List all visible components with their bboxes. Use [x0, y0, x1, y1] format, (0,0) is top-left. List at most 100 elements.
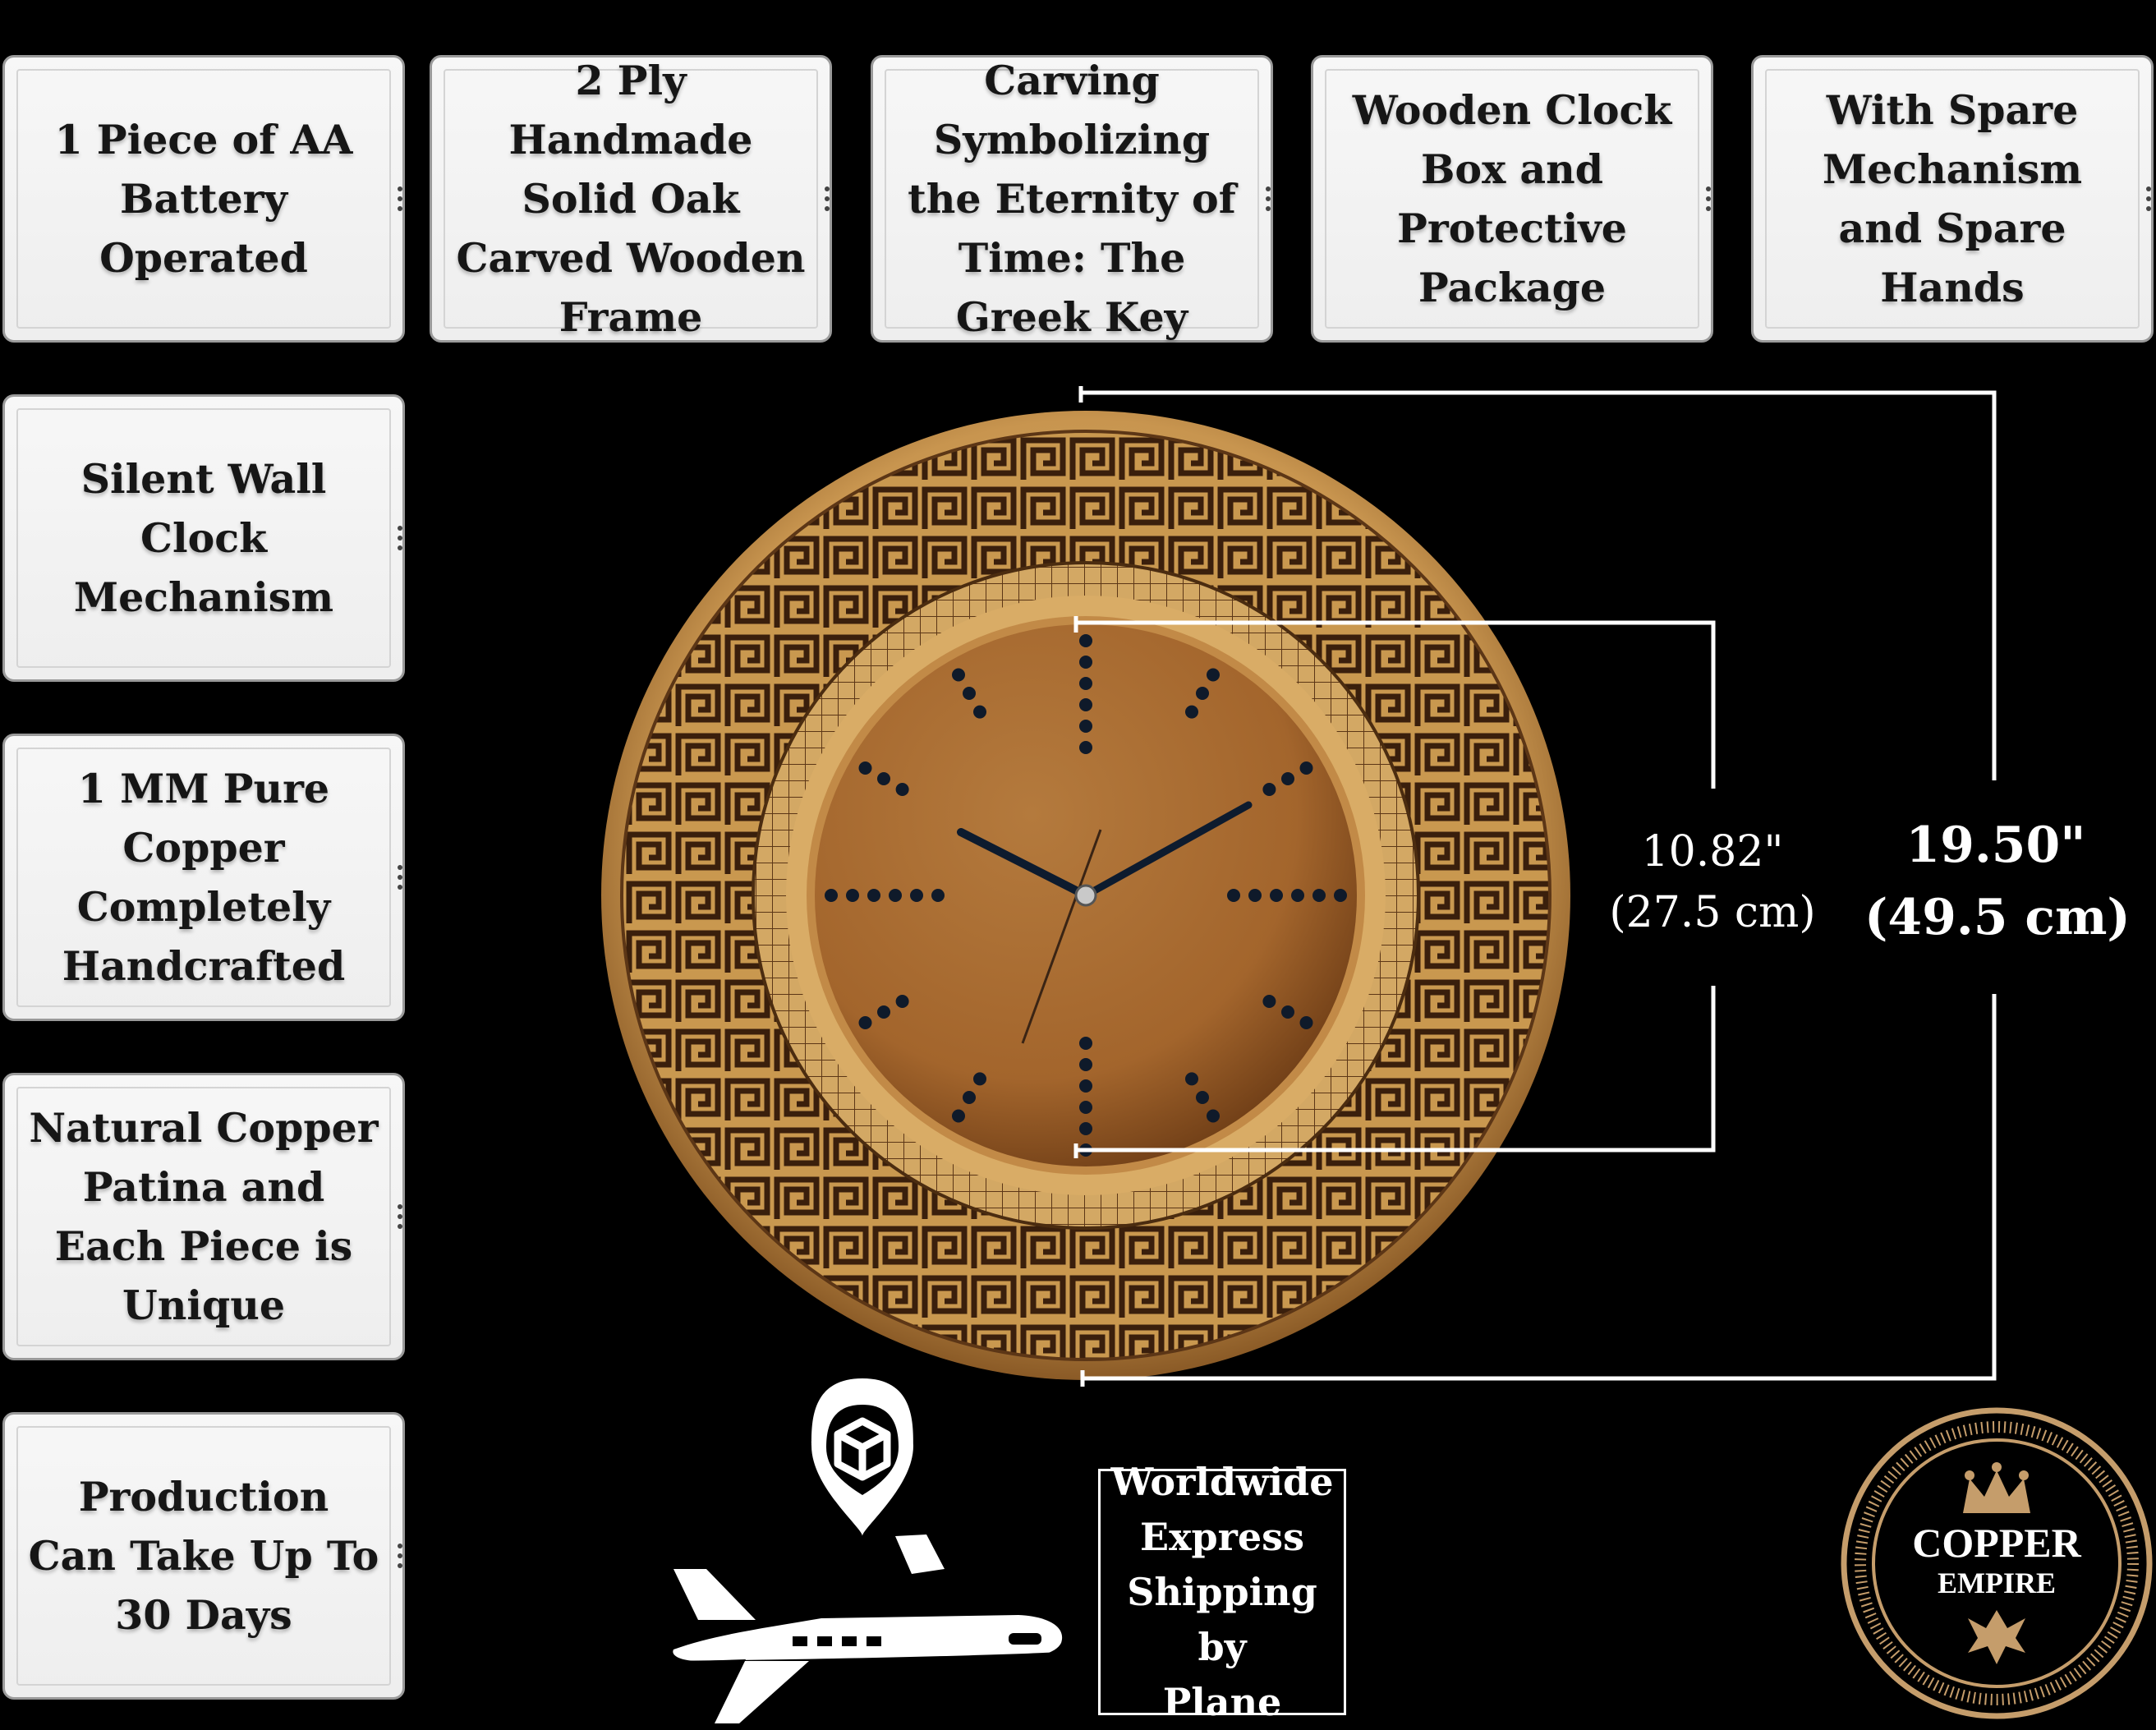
feature-card-text: Natural Copper Patina and Each Piece is … [29, 1104, 379, 1329]
feature-card-spare: With Spare Mechanism and Spare Hands [1751, 55, 2154, 343]
feature-card-text: 1 Piece of AA Battery Operated [54, 116, 353, 282]
hour-dot [1079, 1101, 1092, 1114]
outer-diameter-label: 19.50" (49.5 cm) [1864, 809, 2131, 954]
hour-dot [877, 1005, 890, 1019]
more-dots-icon [1705, 186, 1712, 211]
more-dots-icon [397, 526, 403, 550]
airplane-icon [673, 1534, 1063, 1723]
hour-dot [1248, 889, 1262, 902]
feature-card-text: Wooden Clock Box and Protective Package [1352, 86, 1672, 311]
hour-dot [973, 705, 986, 719]
hour-dot [952, 668, 965, 682]
hour-dot [889, 889, 902, 902]
feature-card-text: 2 Ply Handmade Solid Oak Carved Wooden F… [456, 57, 806, 341]
more-dots-icon [2145, 186, 2152, 211]
hour-dot [867, 889, 880, 902]
hour-dot [1079, 741, 1092, 754]
hour-dots [825, 634, 1347, 1157]
hour-dot [825, 889, 838, 902]
inner-dimension-top [1076, 620, 1716, 789]
logo-text-empire: EMPIRE [1938, 1567, 2056, 1599]
hour-dot [931, 889, 945, 902]
feature-card-frame: 2 Ply Handmade Solid Oak Carved Wooden F… [430, 55, 832, 343]
feature-card-text: Production Can Take Up To 30 Days [28, 1473, 379, 1639]
hand-center [1074, 884, 1097, 907]
more-dots-icon [824, 186, 830, 211]
hour-dot [877, 772, 890, 785]
hour-dot [858, 761, 872, 775]
hour-dot [1207, 1109, 1220, 1123]
hour-dot [1334, 889, 1347, 902]
feature-card-silent: Silent Wall Clock Mechanism [2, 394, 405, 682]
hour-dot [1281, 1005, 1294, 1019]
hour-dot [952, 1109, 965, 1123]
outer-dimension-bottom [1083, 994, 1997, 1381]
hour-dot [1207, 668, 1220, 682]
inner-diameter-inches: 10.82" [1641, 827, 1784, 877]
hour-dot [1079, 1122, 1092, 1135]
more-dots-icon [397, 186, 403, 211]
hour-dot [1185, 1072, 1198, 1086]
hour-dot [1262, 995, 1276, 1008]
copper-empire-logo: COPPER EMPIRE [1841, 1407, 2153, 1719]
hour-dot [1291, 889, 1304, 902]
hour-dot [963, 687, 976, 700]
hour-dot [1185, 705, 1198, 719]
inner-diameter-label: 10.82" (27.5 cm) [1602, 821, 1823, 943]
hour-dot [1079, 1037, 1092, 1050]
hour-dot [858, 1016, 872, 1029]
more-dots-icon [397, 865, 403, 890]
hour-dot [1262, 783, 1276, 796]
second-hand [1021, 829, 1102, 1044]
outer-diameter-inches: 19.50" [1905, 817, 2086, 874]
hour-dot [1196, 1091, 1209, 1104]
feature-card-text: Carving Symbolizing the Eternity of Time… [908, 57, 1236, 341]
box-icon [834, 1417, 891, 1481]
hour-dot [1299, 1016, 1313, 1029]
hour-dot [1079, 1079, 1092, 1093]
hour-dot [1079, 677, 1092, 690]
hour-dot [1079, 720, 1092, 733]
outer-dimension-top [1081, 390, 1997, 780]
feature-card-copper: 1 MM Pure Copper Completely Handcrafted [2, 734, 405, 1021]
more-dots-icon [397, 1204, 403, 1229]
hour-dot [973, 1072, 986, 1086]
hour-dot [1312, 889, 1326, 902]
shipping-illustration [665, 1378, 1076, 1723]
inner-dimension-bottom [1076, 986, 1716, 1153]
clock-image [601, 411, 1570, 1380]
hour-dot [963, 1091, 976, 1104]
hour-dot [910, 889, 923, 902]
hour-dot [1079, 656, 1092, 669]
logo-text-copper: COPPER [1912, 1520, 2081, 1566]
hour-dot [1270, 889, 1283, 902]
feature-card-patina: Natural Copper Patina and Each Piece is … [2, 1073, 405, 1360]
hour-dot [846, 889, 859, 902]
more-dots-icon [397, 1544, 403, 1568]
more-dots-icon [1265, 186, 1271, 211]
feature-card-text: 1 MM Pure Copper Completely Handcrafted [62, 765, 346, 990]
shipping-badge: Worldwide Express Shipping by Plane [1098, 1460, 1346, 1724]
hour-dot [1281, 772, 1294, 785]
hour-dot [1079, 634, 1092, 647]
hour-dot [1196, 687, 1209, 700]
hour-dot [1299, 761, 1313, 775]
hour-dot [1079, 1058, 1092, 1071]
hour-dot [895, 783, 909, 796]
outer-diameter-cm: (49.5 cm) [1864, 889, 2131, 946]
inner-diameter-cm: (27.5 cm) [1609, 888, 1816, 937]
hour-dot [895, 995, 909, 1008]
shipping-text: Worldwide Express Shipping by Plane [1110, 1459, 1334, 1724]
feature-card-text: With Spare Mechanism and Spare Hands [1822, 86, 2083, 311]
feature-card-production: Production Can Take Up To 30 Days [2, 1412, 405, 1700]
feature-card-battery: 1 Piece of AA Battery Operated [2, 55, 405, 343]
hour-hand [957, 828, 1090, 900]
hour-dot [1227, 889, 1240, 902]
crown-icon [1963, 1462, 2030, 1513]
location-pin-icon [811, 1378, 913, 1536]
feature-card-box: Wooden Clock Box and Protective Package [1311, 55, 1713, 343]
feature-card-text: Silent Wall Clock Mechanism [73, 455, 334, 621]
hour-dot [1079, 698, 1092, 711]
feature-card-carving: Carving Symbolizing the Eternity of Time… [871, 55, 1273, 343]
